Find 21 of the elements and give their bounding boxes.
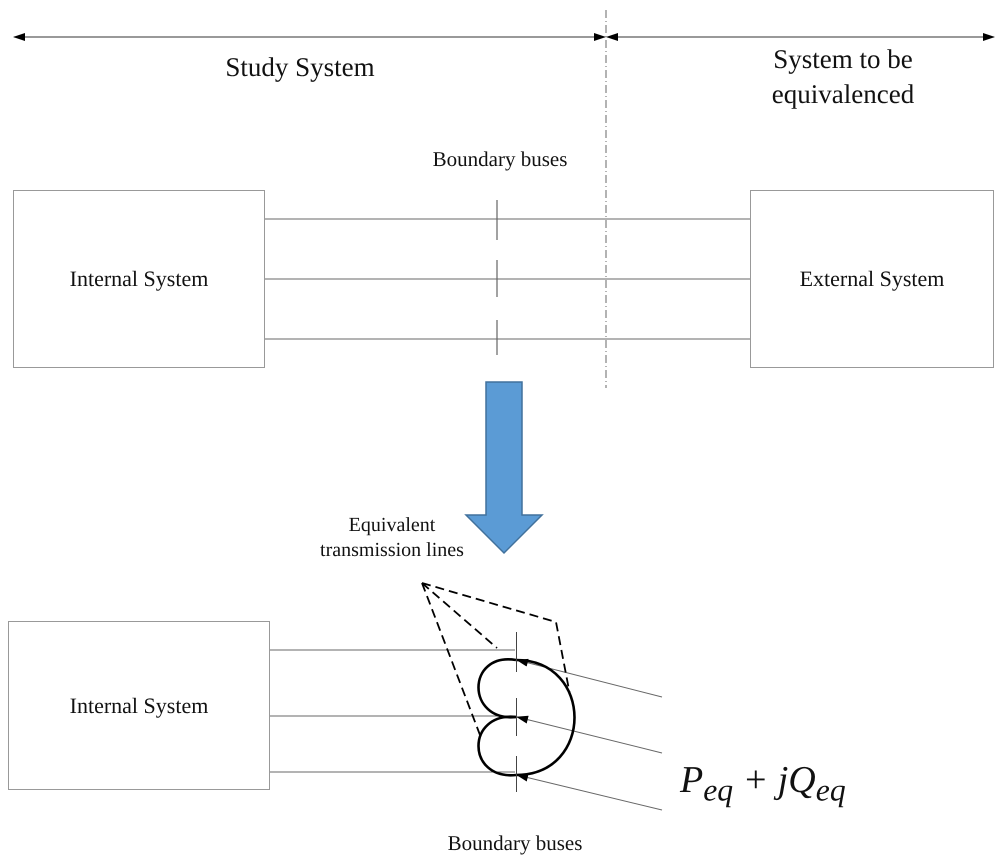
leader-line (421, 582, 481, 736)
system-box: Internal System (8, 621, 270, 790)
annotation-text: Equivalent transmission lines (302, 513, 482, 583)
transmission-line (264, 218, 750, 220)
leader-line (422, 582, 571, 696)
equivalent-line-curve (477, 658, 516, 718)
bus-label: Boundary buses (432, 146, 568, 173)
system-box: External System (750, 190, 994, 368)
section-title: System to be equivalenced (770, 43, 916, 112)
transmission-line (264, 278, 750, 280)
transmission-line (264, 338, 750, 340)
bus-label: Boundary buses (446, 830, 584, 857)
leader-line (421, 582, 498, 649)
section-title: Study System (224, 51, 376, 84)
equivalent-line-curve (516, 658, 576, 776)
system-box: Internal System (13, 190, 265, 368)
equivalent-line-curve (477, 716, 516, 776)
power-injection-arrow (516, 774, 662, 810)
power-injection-arrow (516, 658, 662, 698)
power-formula: P$_{eq}$ + jQ$_{eq}$ (680, 758, 847, 810)
power-injection-arrow (516, 716, 662, 754)
